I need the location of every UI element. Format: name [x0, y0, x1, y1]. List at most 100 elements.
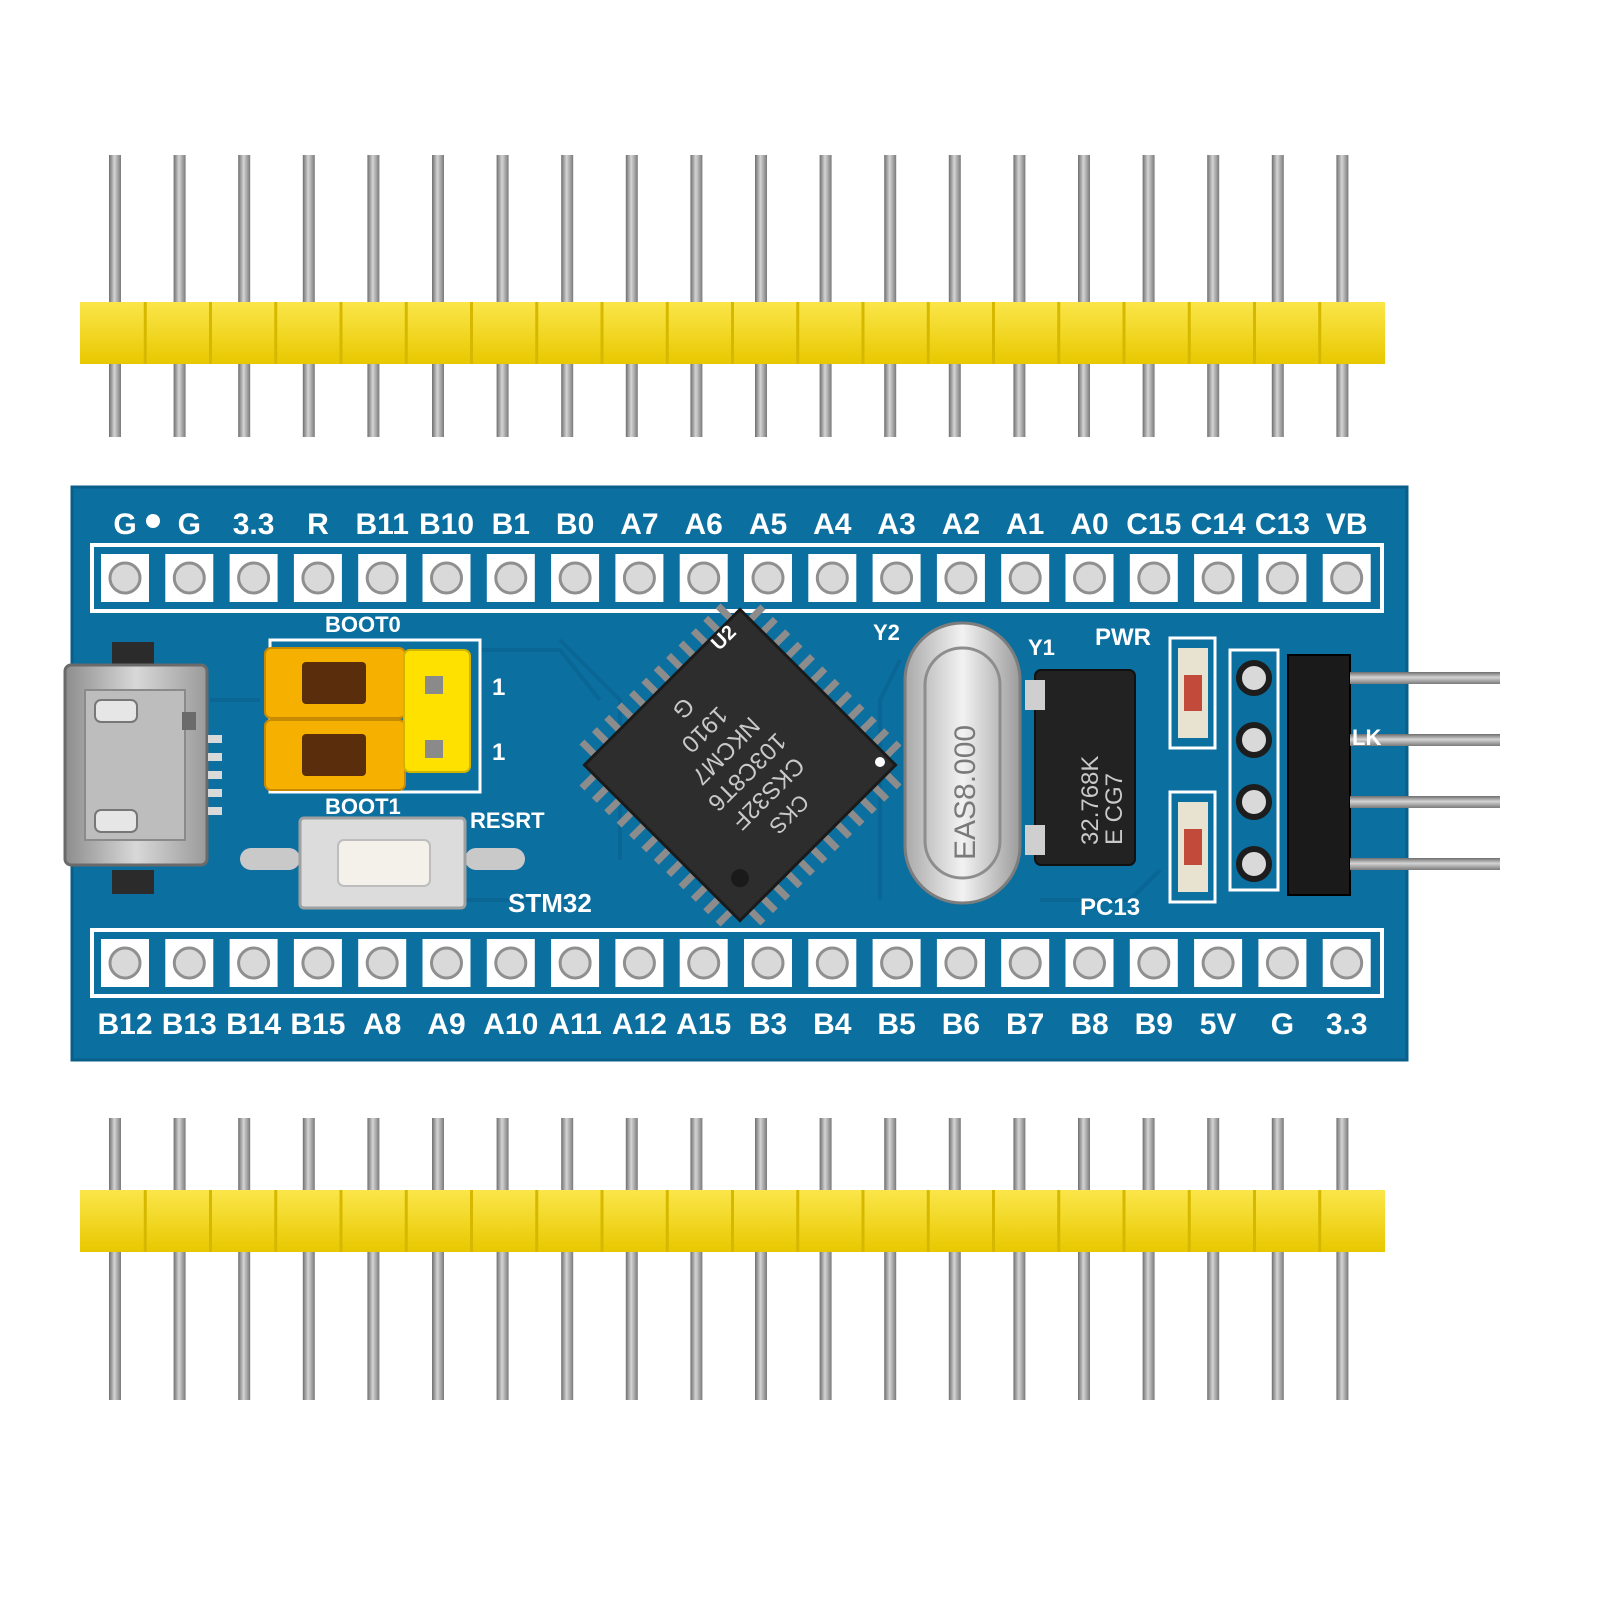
- silk-dot: [146, 514, 160, 528]
- header-pin: [755, 155, 767, 437]
- header-pin: [625, 155, 638, 437]
- boot1-label: BOOT1: [325, 794, 401, 819]
- pad-hole: [1137, 561, 1171, 595]
- bottom-pin-label: A11: [548, 1008, 601, 1041]
- header-pin: [561, 1118, 574, 1400]
- pad-hole: [1008, 561, 1042, 595]
- pad-hole: [880, 946, 914, 980]
- header-pin: [1271, 1118, 1284, 1400]
- header-pin: [496, 155, 509, 437]
- top-pin-label: A4: [813, 508, 852, 541]
- boot0-label: BOOT0: [325, 612, 401, 637]
- top-pin-label: A0: [1070, 508, 1108, 541]
- pad-hole: [687, 946, 721, 980]
- header-pin: [884, 155, 897, 437]
- bottom-pin-label: B14: [226, 1008, 281, 1041]
- stm32-label: STM32: [508, 888, 592, 918]
- top-pin-label: A1: [1006, 508, 1044, 541]
- crystal-icon: EAS8.000 Y2: [873, 620, 1022, 905]
- bottom-pin-label: B5: [877, 1008, 915, 1041]
- pc13-led: [1184, 829, 1202, 865]
- header-pin: [367, 155, 380, 437]
- pad-hole: [365, 946, 399, 980]
- pad-hole: [108, 561, 142, 595]
- swd-header: LK: [1228, 648, 1500, 896]
- header-pin: [1078, 1118, 1090, 1400]
- pad-hole: [1265, 946, 1299, 980]
- header-pin: [561, 155, 574, 437]
- pad-hole: [1073, 946, 1106, 980]
- pad-hole: [430, 561, 463, 595]
- swd-pad: [1236, 722, 1272, 758]
- pad-hole: [751, 946, 785, 980]
- bottom-pin-label: B8: [1070, 1008, 1108, 1041]
- top-pin-label: A2: [942, 508, 980, 541]
- crystal-y1-line1: 32.768K: [1077, 756, 1104, 845]
- leds: PWR PC13: [1080, 624, 1217, 921]
- pad-hole: [301, 946, 335, 980]
- header-pin: [1336, 155, 1349, 437]
- bottom-pin-label: B15: [290, 1008, 345, 1041]
- header-pin: [109, 155, 121, 437]
- top-pin-label: G: [178, 508, 201, 541]
- bottom-row-outline: [90, 928, 1384, 998]
- top-pin-label: A3: [877, 508, 915, 541]
- bottom-pin-label: B3: [749, 1008, 787, 1041]
- header-pin: [625, 1118, 638, 1400]
- swd-pad: [1236, 784, 1272, 820]
- header-pin: [884, 1118, 897, 1400]
- header-pin: [1207, 1118, 1220, 1400]
- pad-hole: [687, 561, 721, 595]
- header-pin: [1142, 155, 1155, 437]
- swd-pin: [1350, 672, 1500, 684]
- top-pin-label: 3.3: [233, 508, 275, 541]
- pad-hole: [880, 561, 914, 595]
- boot-mark-1: 1: [492, 674, 505, 701]
- swd-pad: [1236, 660, 1272, 696]
- reset-button[interactable]: RESRT: [240, 808, 545, 910]
- pad-hole: [494, 561, 528, 595]
- boot-jumpers: BOOT0 BOOT1 1 1: [264, 612, 505, 819]
- top-pin-header: [80, 155, 1385, 437]
- bottom-pin-label: A10: [483, 1008, 538, 1041]
- top-pin-label: A5: [749, 508, 787, 541]
- swd-pin: [1350, 734, 1500, 746]
- header-pin: [1336, 1118, 1349, 1400]
- y1-label: Y1: [1028, 635, 1055, 660]
- header-pin: [1142, 1118, 1155, 1400]
- header-pin: [1013, 1118, 1026, 1400]
- bottom-pin-label: 3.3: [1326, 1008, 1368, 1041]
- header-pin: [948, 155, 961, 437]
- pad-hole: [815, 561, 849, 595]
- bottom-pad-row: [101, 939, 1371, 987]
- header-pin: [173, 155, 186, 437]
- bottom-pin-label: B4: [813, 1008, 852, 1041]
- top-pin-label: C13: [1255, 508, 1310, 541]
- top-pin-label: B10: [419, 508, 474, 541]
- header-pin: [819, 1118, 832, 1400]
- pad-hole: [558, 561, 592, 595]
- crystal-y1-line2: E CG7: [1101, 773, 1128, 845]
- swd-clk-label: LK: [1352, 725, 1381, 750]
- top-pin-label: C14: [1191, 508, 1246, 541]
- top-pin-label: B0: [556, 508, 594, 541]
- header-pin: [302, 155, 315, 437]
- pad-hole: [494, 946, 528, 980]
- pad-hole: [1265, 561, 1299, 595]
- pad-hole: [1330, 946, 1364, 980]
- bottom-pin-label: G: [1271, 1008, 1294, 1041]
- header-pin: [173, 1118, 186, 1400]
- top-pin-label: B1: [492, 508, 530, 541]
- header-pin: [238, 155, 251, 437]
- bottom-pin-header: [80, 1118, 1385, 1400]
- pc13-label: PC13: [1080, 894, 1140, 921]
- pad-hole: [237, 561, 271, 595]
- header-pin: [432, 1118, 444, 1400]
- pad-hole: [108, 946, 142, 980]
- swd-pad: [1236, 846, 1272, 882]
- pad-hole: [1008, 946, 1042, 980]
- pad-hole: [815, 946, 849, 980]
- pad-hole: [1201, 946, 1235, 980]
- pwr-label: PWR: [1095, 624, 1151, 651]
